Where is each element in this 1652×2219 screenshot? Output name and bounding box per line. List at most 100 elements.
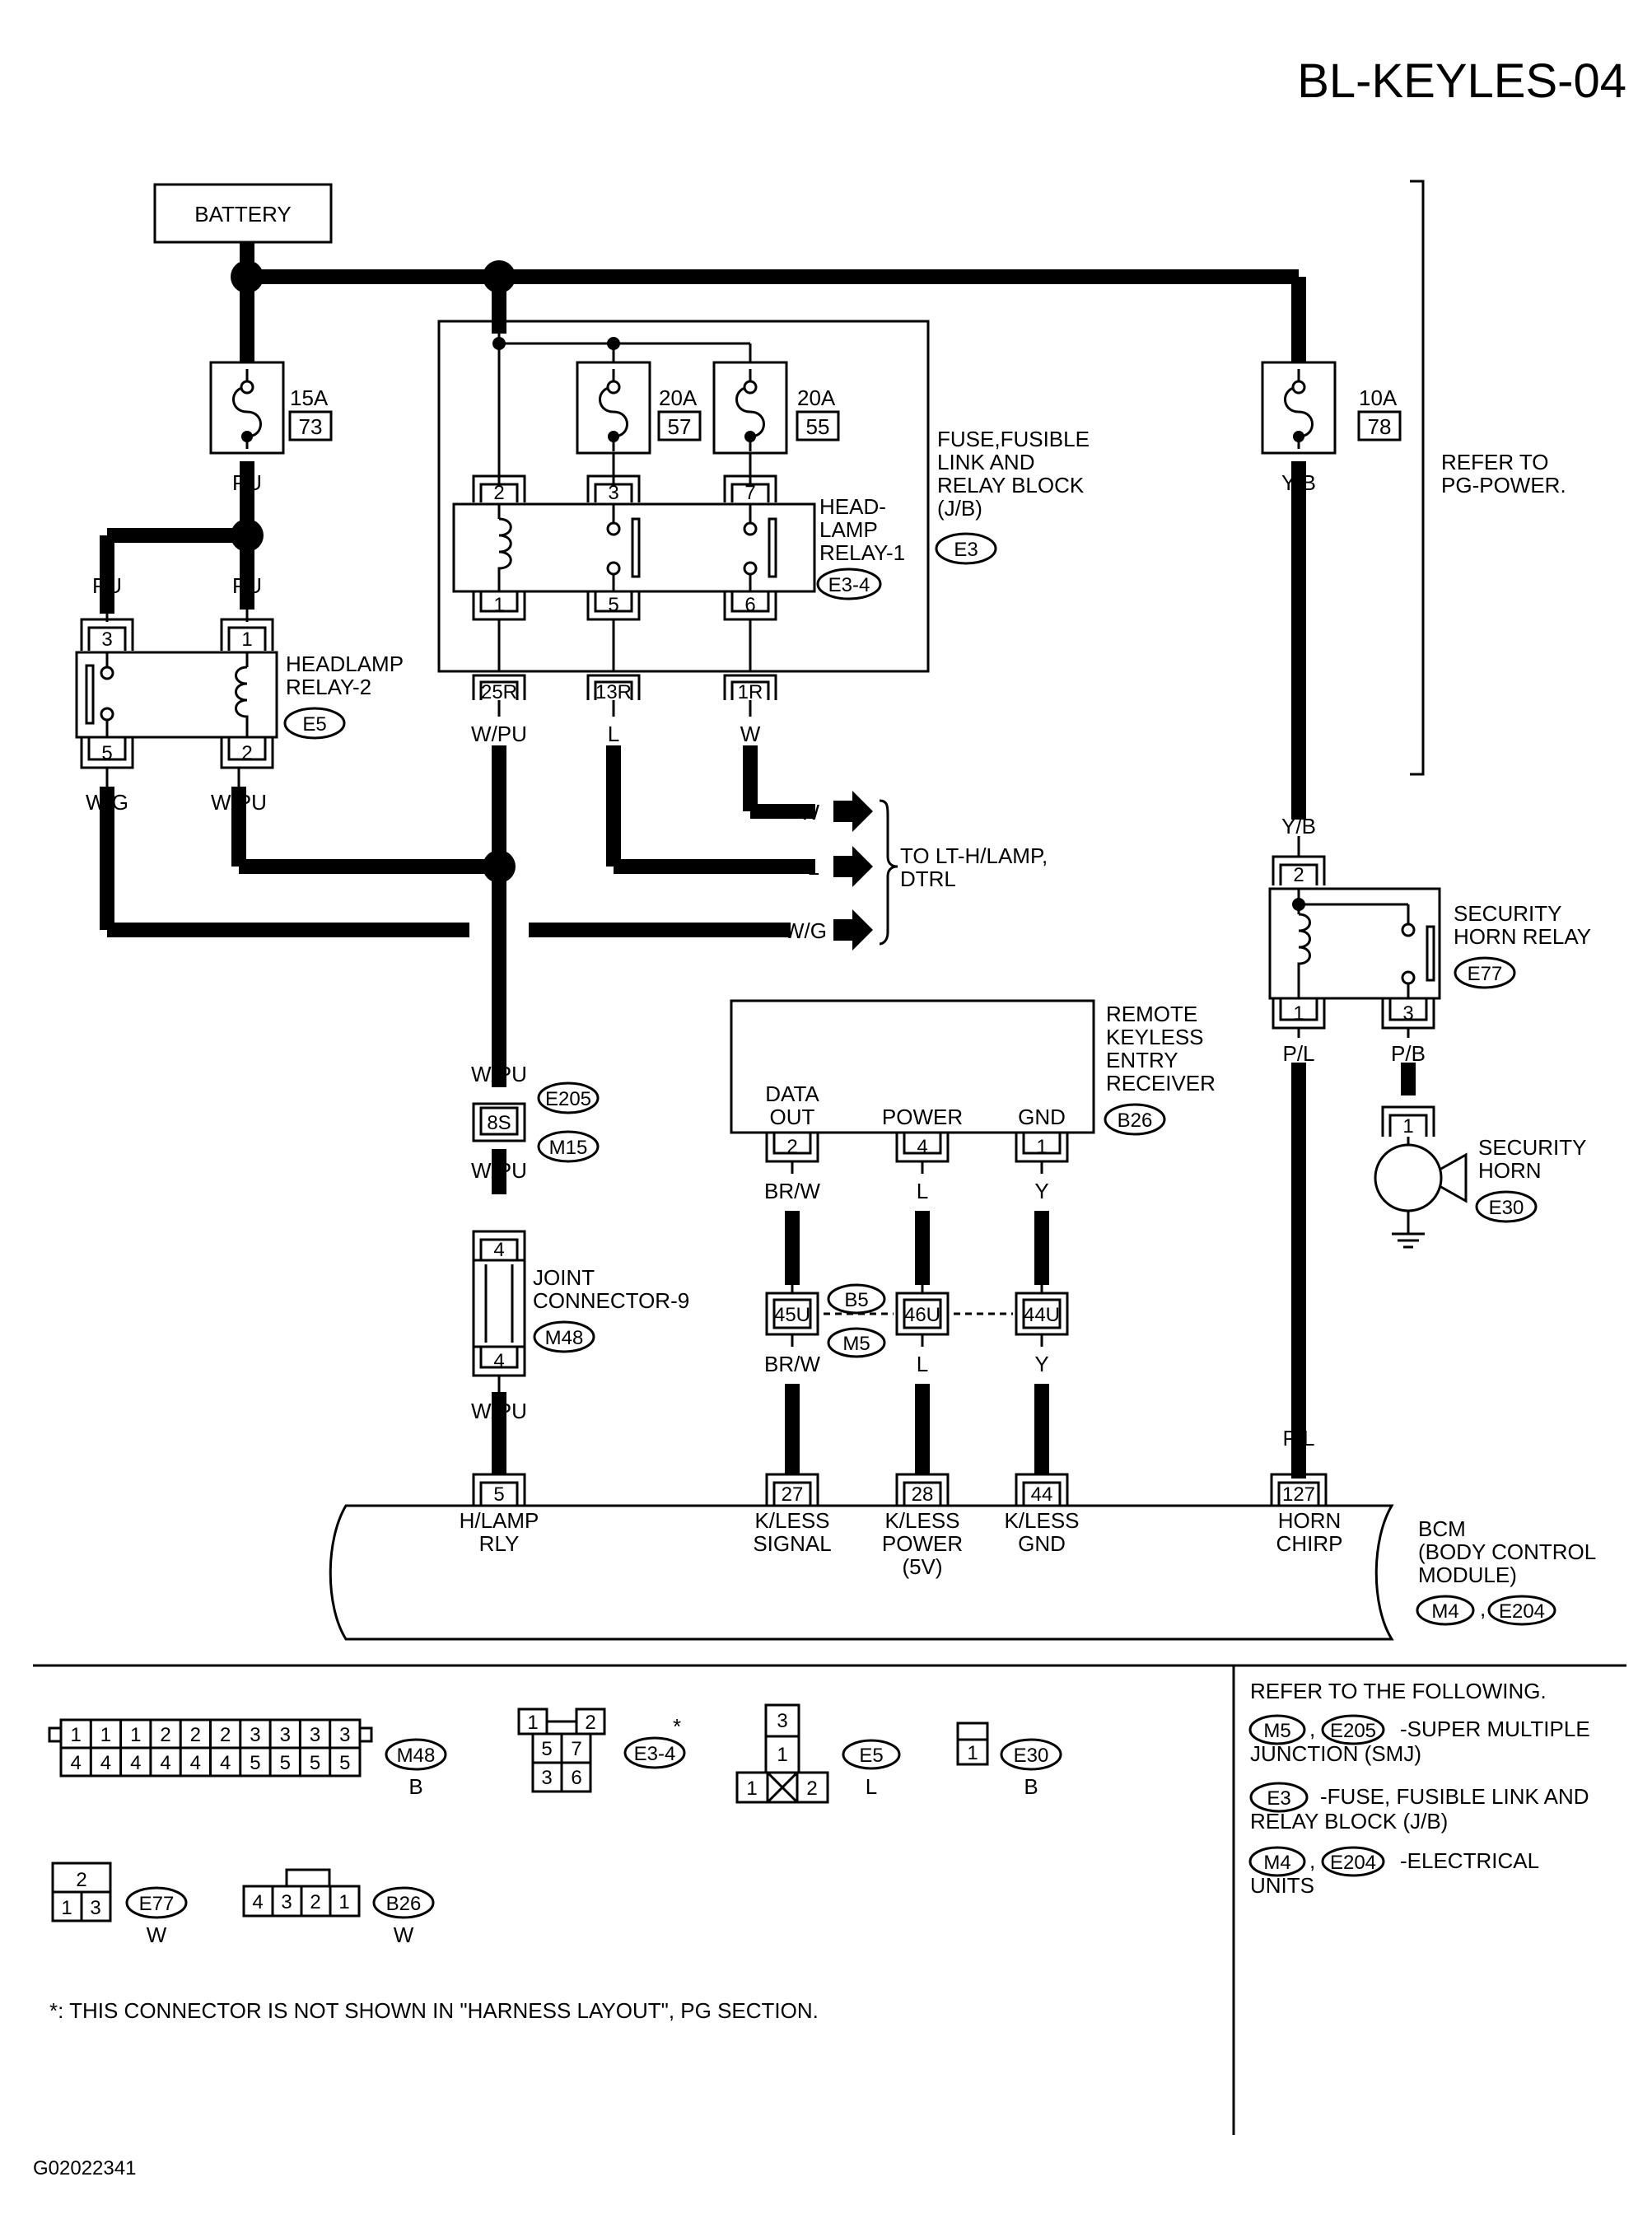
bcm: 5 27 28 44 127 H/LAMP RLY K/LESS SIGNAL … [329, 1473, 1596, 1641]
horn-relay-label-2: HORN RELAY [1454, 924, 1591, 949]
refer-e205: E205 [1330, 1720, 1376, 1742]
bcm-term-2b: SIGNAL [753, 1531, 831, 1556]
refer-smj-1: -SUPER MULTIPLE [1400, 1717, 1590, 1741]
relay1-pin-top-2: 3 [608, 482, 618, 504]
refer-following: REFER TO THE FOLLOWING. M5 , E205 -SUPER… [1248, 1679, 1590, 1898]
receiver-power: POWER [882, 1105, 963, 1129]
to-lt-label-2: DTRL [900, 867, 956, 891]
fuse-10a-rating: 10A [1359, 385, 1398, 410]
m48-cell: 4 [100, 1752, 111, 1774]
bcm-conn-comma: , [1480, 1596, 1486, 1621]
jb-pin-25r: 25R [481, 681, 517, 703]
receiver-pin-1: 1 [1036, 1136, 1047, 1158]
e5-cell-left: 1 [746, 1778, 757, 1800]
b5-pin-44u: 44U [1024, 1304, 1060, 1326]
relay2-label-1: HEADLAMP [286, 652, 404, 676]
joint-pin-top: 4 [493, 1239, 504, 1261]
e34-name: E3-4 [634, 1743, 676, 1765]
bcm-term-3a: K/LESS [884, 1508, 959, 1533]
to-lt-hlamp: W L W/G TO LT-H/LAMP, DTRL [784, 791, 1048, 951]
e5-color: L [866, 1774, 877, 1799]
e5-cell-3: 3 [777, 1710, 787, 1732]
refer-e204: E204 [1330, 1852, 1376, 1874]
refer-e3: E3 [1267, 1787, 1290, 1810]
legend-e30: 1 E30 B [956, 1721, 1062, 1799]
b5-m5-connectors: 45U 46U 44U B5 M5 BR/W L Y [764, 1283, 1069, 1376]
relay1-connector: E3-4 [828, 574, 870, 596]
m48-cell: 4 [190, 1752, 201, 1774]
m48-cell: 5 [339, 1752, 350, 1774]
m48-cell: 5 [250, 1752, 260, 1774]
legend-e5: 3 1 1 2 E5 L [735, 1703, 901, 1804]
relay2-pin-2: 2 [241, 742, 252, 764]
m48-cell: 1 [70, 1724, 81, 1746]
relay1-pin-bot-2: 5 [608, 594, 618, 616]
legend-b26: 4 3 2 1 B26 W [242, 1868, 435, 1947]
fuse-55-number: 55 [806, 414, 830, 439]
jb-label-line1: FUSE,FUSIBLE [937, 427, 1090, 451]
smj-m15: M15 [549, 1137, 588, 1159]
wire-label-l-bot: L [917, 1352, 928, 1376]
m48-cell: 3 [250, 1724, 260, 1746]
wire-label-pu-left: PU [92, 573, 122, 598]
b26-cell-3: 3 [281, 1891, 292, 1913]
refer-eu-2: UNITS [1250, 1873, 1314, 1898]
e34-cell-2: 2 [585, 1712, 595, 1734]
wire-label-wpu-smj-bot: W/PU [471, 1158, 527, 1183]
b26-name: B26 [386, 1893, 422, 1915]
headlamp-relay-1: 2 3 7 1 5 6 HEAD- LAMP RELAY-1 E3-4 [452, 474, 905, 671]
refer-power-line2: PG-POWER. [1441, 473, 1566, 498]
e77-name: E77 [139, 1893, 175, 1915]
fuse-55-rating: 20A [797, 385, 836, 410]
b26-color: W [394, 1922, 414, 1947]
b5-label: B5 [844, 1289, 868, 1311]
e34-cell-3: 5 [541, 1738, 552, 1760]
refer-power-bracket: REFER TO PG-POWER. [1410, 180, 1566, 776]
legend-e3-4: 1 2 5 7 3 6 E3-4 * [517, 1707, 686, 1793]
horn-relay-pin-2: 2 [1293, 864, 1304, 886]
joint-connector-9: 4 4 JOINT CONNECTOR-9 M48 W/PU [471, 1230, 689, 1423]
to-lt-w: W [799, 800, 819, 825]
bcm-term-5b: CHIRP [1276, 1531, 1343, 1556]
bcm-term-3b: POWER [882, 1531, 963, 1556]
b5-pin-46u: 46U [904, 1304, 940, 1326]
e34-cell-6: 6 [571, 1767, 581, 1789]
jb-output-pins: 25R 13R 1R W/PU L W [471, 674, 777, 746]
e30-cell-1: 1 [967, 1742, 978, 1764]
relay1-label-2: LAMP [819, 517, 878, 542]
to-lt-l: L [808, 855, 819, 880]
jb-label-line4: (J/B) [937, 496, 982, 521]
e34-cell-4: 7 [571, 1738, 581, 1760]
fuse-20a-55: 20A 55 [712, 361, 840, 486]
e30-color: B [1024, 1774, 1038, 1799]
bcm-term-4b: GND [1018, 1531, 1066, 1556]
security-horn-relay: 2 1 3 P/L P/B SECURITY HORN RELAY E77 [1268, 836, 1591, 1066]
bcm-term-5a: HORN [1278, 1508, 1342, 1533]
refer-title: REFER TO THE FOLLOWING. [1250, 1679, 1547, 1703]
m48-cell: 3 [339, 1724, 350, 1746]
m48-cell: 4 [70, 1752, 81, 1774]
wire-label-wpu-jb: W/PU [471, 722, 527, 746]
m48-cell: 4 [160, 1752, 170, 1774]
bcm-pin-127: 127 [1282, 1483, 1315, 1506]
b26-cell-4: 4 [252, 1891, 263, 1913]
horn-connector: E30 [1489, 1197, 1524, 1219]
security-horn: 1 SECURITY HORN E30 [1374, 1105, 1586, 1249]
joint-connector-m48: M48 [545, 1327, 584, 1349]
receiver-gnd: GND [1018, 1105, 1066, 1129]
fuse-15a: 15A 73 [209, 361, 333, 455]
refer-m5: M5 [1263, 1720, 1290, 1742]
joint-label-2: CONNECTOR-9 [533, 1288, 689, 1313]
e5-name: E5 [859, 1745, 883, 1767]
jb-block: FUSE,FUSIBLE LINK AND RELAY BLOCK (J/B) … [437, 320, 1090, 673]
wire-label-wpu-smj-top: W/PU [471, 1062, 527, 1086]
smj-pin-8s: 8S [487, 1112, 511, 1134]
relay1-pin-top-1: 2 [493, 482, 504, 504]
m48-cell: 1 [100, 1724, 111, 1746]
m48-cell: 2 [160, 1724, 170, 1746]
refer-comma-1: , [1309, 1717, 1315, 1741]
wire-label-l-top: L [917, 1179, 928, 1203]
horn-relay-pin-1: 1 [1293, 1002, 1304, 1025]
